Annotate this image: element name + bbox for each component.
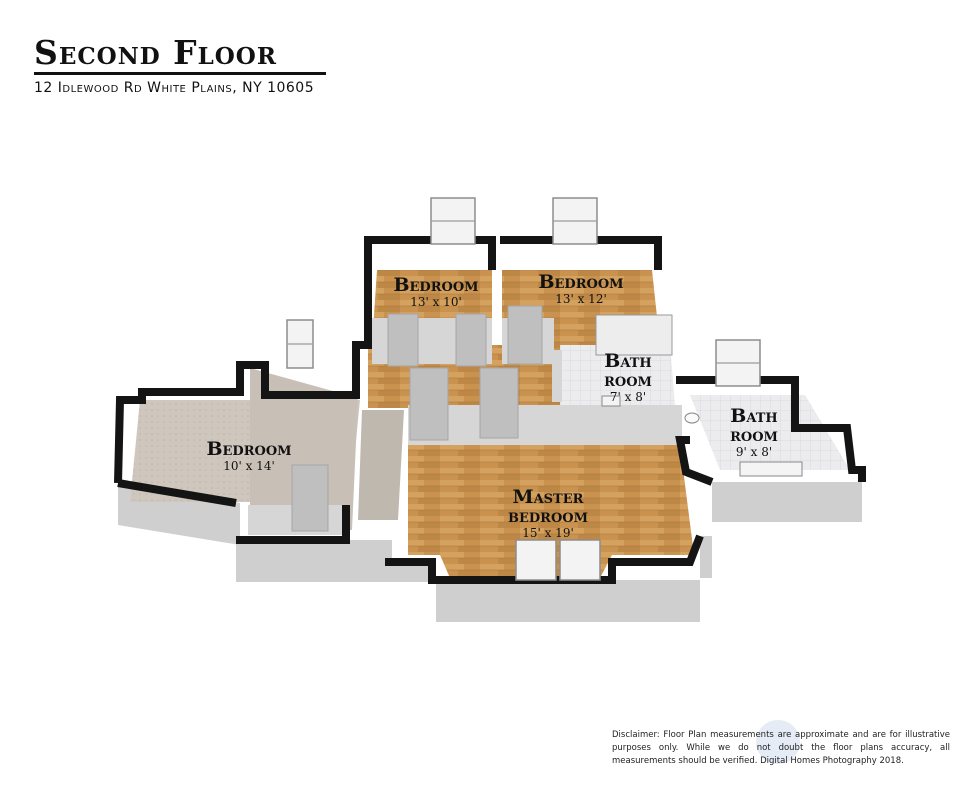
- room-dimensions: 9' x 8': [735, 445, 773, 459]
- closet-floor: [358, 410, 404, 520]
- room-name-line-1: Master: [512, 486, 584, 508]
- title-underline: [34, 72, 326, 75]
- page-title: Second Floor: [34, 33, 277, 72]
- room-dimensions: 15' x 19': [522, 526, 574, 540]
- room-bath-1: Bath room 7' x 8': [592, 350, 664, 405]
- room-name-line-2: room: [730, 424, 778, 446]
- room-dimensions: 13' x 10': [410, 295, 462, 309]
- room-bedroom-3: Bedroom 10' x 14': [194, 438, 304, 474]
- hallway-left-floor: [250, 368, 358, 530]
- room-name-line-2: room: [604, 369, 652, 391]
- room-name: Bedroom: [538, 271, 624, 293]
- watermark-logo: [756, 720, 800, 764]
- bath-fixtures: [595, 314, 803, 477]
- room-bedroom-2: Bedroom 13' x 12': [526, 271, 636, 307]
- bath-1-floor: [560, 345, 675, 405]
- room-master-bedroom: Master bedroom 15' x 19': [488, 486, 608, 541]
- room-name-line-2: bedroom: [507, 505, 588, 527]
- room-name-line-1: Bath: [730, 405, 778, 427]
- bath-2-floor: [690, 395, 850, 470]
- room-dimensions: 13' x 12': [555, 292, 607, 306]
- room-name-line-1: Bath: [604, 350, 652, 372]
- room-dimensions: 7' x 8': [609, 390, 647, 404]
- room-name: Bedroom: [206, 438, 292, 460]
- master-floor: [408, 445, 694, 555]
- room-bath-2: Bath room 9' x 8': [718, 405, 790, 460]
- address: 12 Idlewood Rd White Plains, NY 10605: [34, 80, 315, 96]
- room-dimensions: 10' x 14': [223, 459, 275, 473]
- disclaimer: Disclaimer: Floor Plan measurements are …: [612, 730, 950, 766]
- room-bedroom-1: Bedroom 13' x 10': [384, 274, 488, 310]
- room-name: Bedroom: [393, 274, 479, 296]
